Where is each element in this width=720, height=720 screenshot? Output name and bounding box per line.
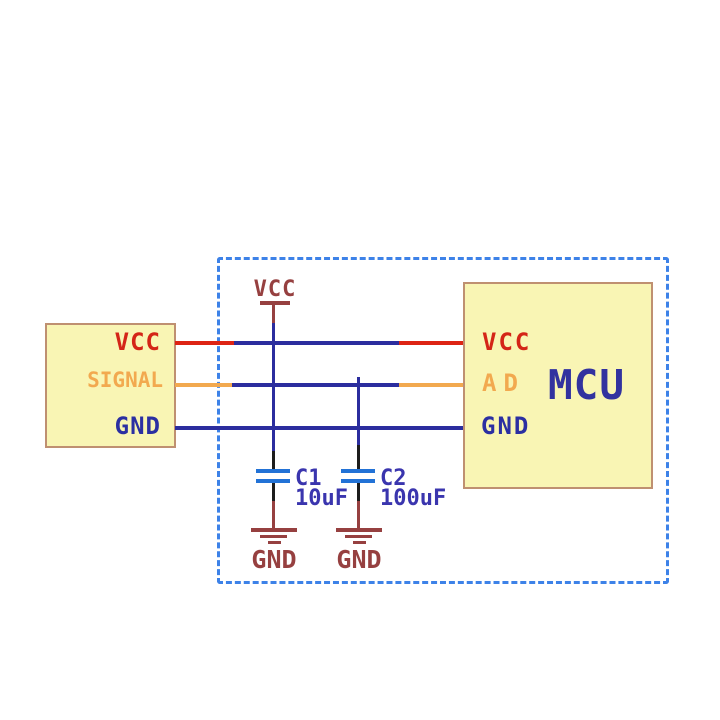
c1-plate-bottom xyxy=(256,479,290,483)
ground-symbol-right-bar1 xyxy=(336,528,382,532)
ground-symbol-left-bar1 xyxy=(251,528,297,532)
mcu-title: MCU xyxy=(548,361,626,409)
c1-plate-top xyxy=(256,469,290,473)
c2-value: 100uF xyxy=(380,486,447,511)
wire-signal-orange-right xyxy=(399,383,463,387)
c1-lead-bottom xyxy=(272,483,275,501)
c2-designator: C2 xyxy=(380,466,407,491)
ground-label-right: GND xyxy=(336,545,382,574)
mcu-pin-gnd-label: GND xyxy=(481,412,531,440)
c2-ground-lead xyxy=(357,501,360,530)
c1-value: 10uF xyxy=(295,486,348,511)
c2-branch-wire xyxy=(357,377,360,445)
ground-symbol-left-bar2 xyxy=(260,535,287,538)
mcu-pin-ad-label: AD xyxy=(482,369,525,397)
ground-label-left: GND xyxy=(251,545,297,574)
ground-symbol-right-bar2 xyxy=(345,535,372,538)
c1-branch-wire xyxy=(272,323,275,451)
sensor-pin-signal-label: SIGNAL xyxy=(87,368,163,392)
c2-lead-top xyxy=(357,445,360,471)
wire-vcc-middle xyxy=(234,341,401,345)
c1-ground-lead xyxy=(272,501,275,530)
ground-symbol-right-bar3 xyxy=(353,541,366,544)
sensor-pin-vcc-label: VCC xyxy=(114,328,161,356)
vcc-net-label: VCC xyxy=(253,277,297,302)
c1-designator: C1 xyxy=(295,466,322,491)
sensor-pin-gnd-label: GND xyxy=(114,412,161,440)
vcc-net-stem-wire xyxy=(272,303,275,323)
c2-lead-bottom xyxy=(357,483,360,501)
mcu-pin-vcc-label: VCC xyxy=(482,328,532,356)
c2-plate-bottom xyxy=(341,479,375,483)
wire-gnd xyxy=(175,426,463,430)
wire-vcc-red-left xyxy=(175,341,236,345)
wire-signal-orange-left xyxy=(175,383,234,387)
wire-vcc-red-right xyxy=(399,341,463,345)
sensor-box: VCC SIGNAL GND xyxy=(45,323,176,448)
c2-plate-top xyxy=(341,469,375,473)
c1-lead-top xyxy=(272,451,275,471)
module-boundary-dashed-box xyxy=(217,257,669,584)
wire-signal-middle xyxy=(232,383,401,387)
mcu-box: VCC AD GND MCU xyxy=(463,282,653,489)
ground-symbol-left-bar3 xyxy=(268,541,281,544)
vcc-net-bar-symbol xyxy=(260,301,290,305)
